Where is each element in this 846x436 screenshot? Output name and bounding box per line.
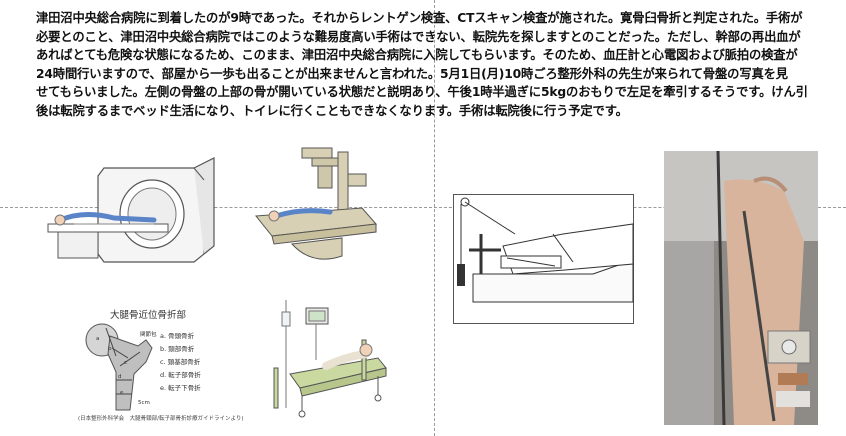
horizontal-guide-line (0, 207, 846, 208)
length-label: 5cm (138, 400, 150, 406)
list-item: e. 転子下骨折 (160, 384, 201, 392)
paragraph-line: あればとても危険な状態になるため、このまま、津田沼中央総合病院に入院してもらいま… (36, 48, 798, 63)
list-item: c. 頸基部骨折 (160, 358, 201, 366)
ct-scanner-illustration-icon (44, 150, 224, 270)
vertical-guide-line (434, 0, 435, 436)
paragraph-line: 後は転院するまでベッド生活になり、トイレに行くこともできなくなります。手術は転院… (36, 103, 628, 118)
traction-photo-icon (664, 151, 818, 425)
femur-fracture-diagram-icon (80, 318, 160, 412)
fracture-tag-b: b (108, 346, 112, 352)
fracture-tag-d: d (118, 374, 122, 380)
fracture-tag-c: c (124, 360, 128, 366)
paragraph-line: 24時間行いますので、部屋から一歩も出ることが出来ませんと言われた。5月1日(月… (36, 66, 788, 81)
paragraph-line: 津田沼中央総合病院に到着したのが9時であった。それからレントゲン検査、CTスキャ… (36, 11, 803, 25)
xray-machine-illustration-icon (252, 146, 384, 270)
hospital-bed-monitor-illustration-icon (266, 296, 392, 420)
list-item: a. 骨頭骨折 (160, 332, 195, 340)
paragraph-line: せてもらいました。左側の骨盤の上部の骨が開いている状態だと説明あり、午後1時半過… (36, 85, 808, 100)
list-item: b. 頸部骨折 (160, 345, 195, 353)
capsule-label: 関節包 (140, 332, 157, 338)
paragraph-line: 必要とのこと、津田沼中央総合病院ではこのような難易度高い手術はできない、転院先を… (36, 29, 801, 44)
fracture-types-list: a. 骨頭骨折 b. 頸部骨折 c. 頸基部骨折 d. 転子部骨折 e. 転子下… (160, 330, 201, 395)
fracture-tag-e: e (120, 390, 124, 396)
fracture-source-note: (日本整形外科学会 大腿骨頸部/転子部骨折診療ガイドラインより) (78, 416, 244, 422)
narrative-paragraph: 津田沼中央総合病院に到着したのが9時であった。それからレントゲン検査、CTスキャ… (36, 9, 812, 121)
leg-traction-diagram-icon (453, 194, 634, 324)
list-item: d. 転子部骨折 (160, 371, 201, 379)
fracture-diagram-title: 大腿骨近位骨折部 (110, 310, 187, 321)
fracture-tag-a: a (96, 336, 100, 342)
